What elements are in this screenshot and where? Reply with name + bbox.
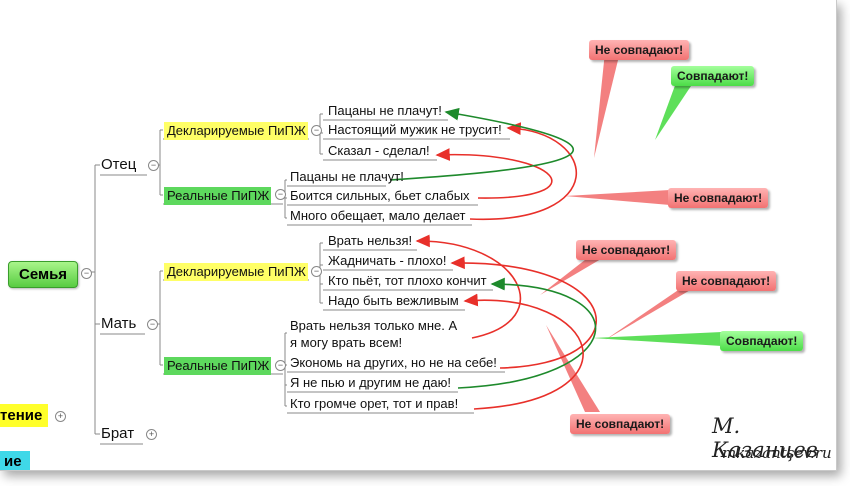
callout-match[interactable]: Совпадают!: [671, 66, 755, 86]
mother-real-item[interactable]: Я не пью и другим не даю!: [290, 375, 451, 390]
mother-declared-item[interactable]: Кто пьёт, тот плохо кончит: [328, 273, 487, 288]
father-declared-item[interactable]: Настоящий мужик не трусит!: [328, 122, 502, 137]
member-brother[interactable]: Брат: [101, 425, 135, 442]
arrow-mismatch: [415, 234, 522, 339]
father-real-item[interactable]: Пацаны не плачут!: [290, 169, 404, 184]
handwritten-signature: М. Казанцев: [712, 414, 818, 462]
mother-real-item[interactable]: Экономь на других, но не на себе!: [290, 355, 497, 370]
category-real-father[interactable]: Реальные ПиПЖ: [164, 187, 272, 205]
arrow-mismatch: [469, 122, 578, 220]
arrow-mismatch: [450, 256, 597, 369]
mother-declared-item[interactable]: Врать нельзя!: [328, 233, 413, 248]
member-mother[interactable]: Мать: [101, 315, 137, 332]
callout-mismatch[interactable]: Не совпадают!: [676, 271, 777, 291]
mother-declared-item[interactable]: Жадничать - плохо!: [328, 253, 447, 268]
collapse-icon[interactable]: −: [81, 268, 92, 279]
callout-mismatch[interactable]: Не совпадают!: [668, 188, 769, 208]
mother-real-item[interactable]: Кто громче орет, тот и прав!: [290, 396, 459, 411]
offscreen-node[interactable]: ие: [0, 451, 30, 470]
collapse-icon[interactable]: −: [311, 125, 322, 136]
arrow-match: [457, 277, 597, 389]
expand-icon[interactable]: +: [55, 411, 66, 422]
root-node-family[interactable]: Семья: [8, 261, 79, 288]
collapse-icon[interactable]: −: [275, 360, 286, 371]
callout-mismatch[interactable]: Не совпадают!: [570, 414, 671, 434]
mindmap-canvas: Семья − тение + ие Отец − Мать − Брат + …: [0, 0, 837, 471]
collapse-icon[interactable]: −: [148, 160, 159, 171]
mother-real-item-line2[interactable]: я могу врать всем!: [290, 335, 403, 350]
father-declared-item[interactable]: Пацаны не плачут!: [328, 103, 442, 118]
category-real-mother[interactable]: Реальные ПиПЖ: [164, 357, 272, 375]
arrow-match: [389, 107, 574, 181]
website-caption: mkazantsev.ru: [722, 444, 832, 462]
expand-icon[interactable]: +: [146, 429, 157, 440]
collapse-icon[interactable]: −: [275, 189, 286, 200]
callout-mismatch[interactable]: Не совпадают!: [589, 40, 690, 60]
callout-mismatch[interactable]: Не совпадают!: [576, 240, 677, 260]
father-real-item[interactable]: Много обещает, мало делает: [290, 208, 466, 223]
father-real-item[interactable]: Боится сильных, бьет слабых: [290, 188, 470, 203]
mother-declared-item[interactable]: Надо быть вежливым: [328, 293, 459, 308]
arrow-mismatch: [463, 293, 584, 410]
arrow-mismatch: [435, 148, 553, 199]
collapse-icon[interactable]: −: [147, 319, 158, 330]
category-declared-father[interactable]: Декларируемые ПиПЖ: [164, 122, 308, 140]
member-father[interactable]: Отец: [101, 156, 137, 173]
collapse-icon[interactable]: −: [311, 266, 322, 277]
mother-real-item-line1[interactable]: Врать нельзя только мне. А: [290, 318, 458, 333]
category-declared-mother[interactable]: Декларируемые ПиПЖ: [164, 263, 308, 281]
offscreen-node[interactable]: тение: [0, 404, 49, 427]
callout-match[interactable]: Совпадают!: [720, 331, 804, 351]
father-declared-item[interactable]: Сказал - сделал!: [328, 143, 430, 158]
